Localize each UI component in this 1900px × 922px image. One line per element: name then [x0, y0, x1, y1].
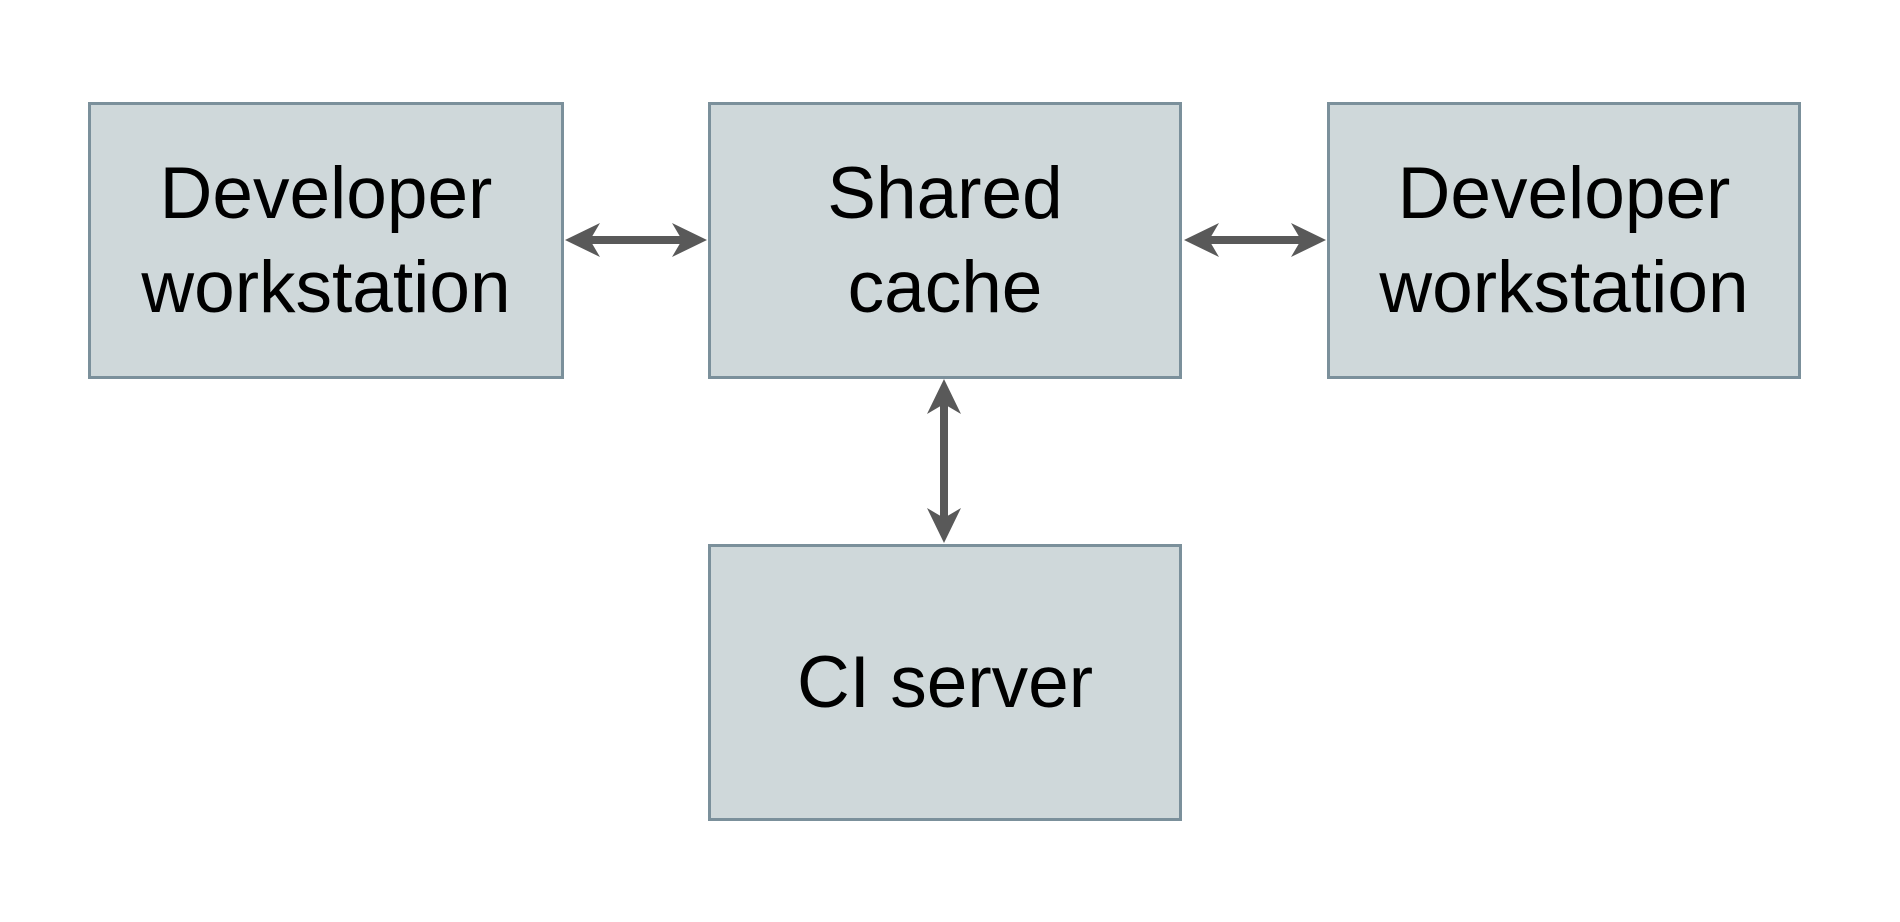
- arrowhead-left-icon: [565, 223, 600, 257]
- arrow-shaft: [1207, 236, 1303, 244]
- node-developer-workstation-right: Developer workstation: [1327, 102, 1801, 379]
- node-developer-workstation-left: Developer workstation: [88, 102, 564, 379]
- node-label-ci-server: CI server: [796, 641, 1094, 723]
- node-ci-server: CI server: [708, 544, 1182, 821]
- double-arrow-cache-ci-server: [927, 379, 961, 543]
- double-arrow-cache-right-workstation: [1184, 223, 1326, 257]
- arrowhead-up-icon: [927, 379, 961, 414]
- arrow-shaft: [588, 236, 684, 244]
- arrow-shaft: [940, 402, 948, 520]
- node-label-developer-workstation-right: Developer workstation: [1379, 153, 1749, 328]
- node-shared-cache: Shared cache: [708, 102, 1182, 379]
- arrowhead-right-icon: [1291, 223, 1326, 257]
- node-label-shared-cache: Shared cache: [827, 153, 1063, 328]
- double-arrow-left-workstation-cache: [565, 223, 707, 257]
- node-label-developer-workstation-left: Developer workstation: [141, 153, 511, 328]
- arrowhead-down-icon: [927, 508, 961, 543]
- arrowhead-left-icon: [1184, 223, 1219, 257]
- arrowhead-right-icon: [672, 223, 707, 257]
